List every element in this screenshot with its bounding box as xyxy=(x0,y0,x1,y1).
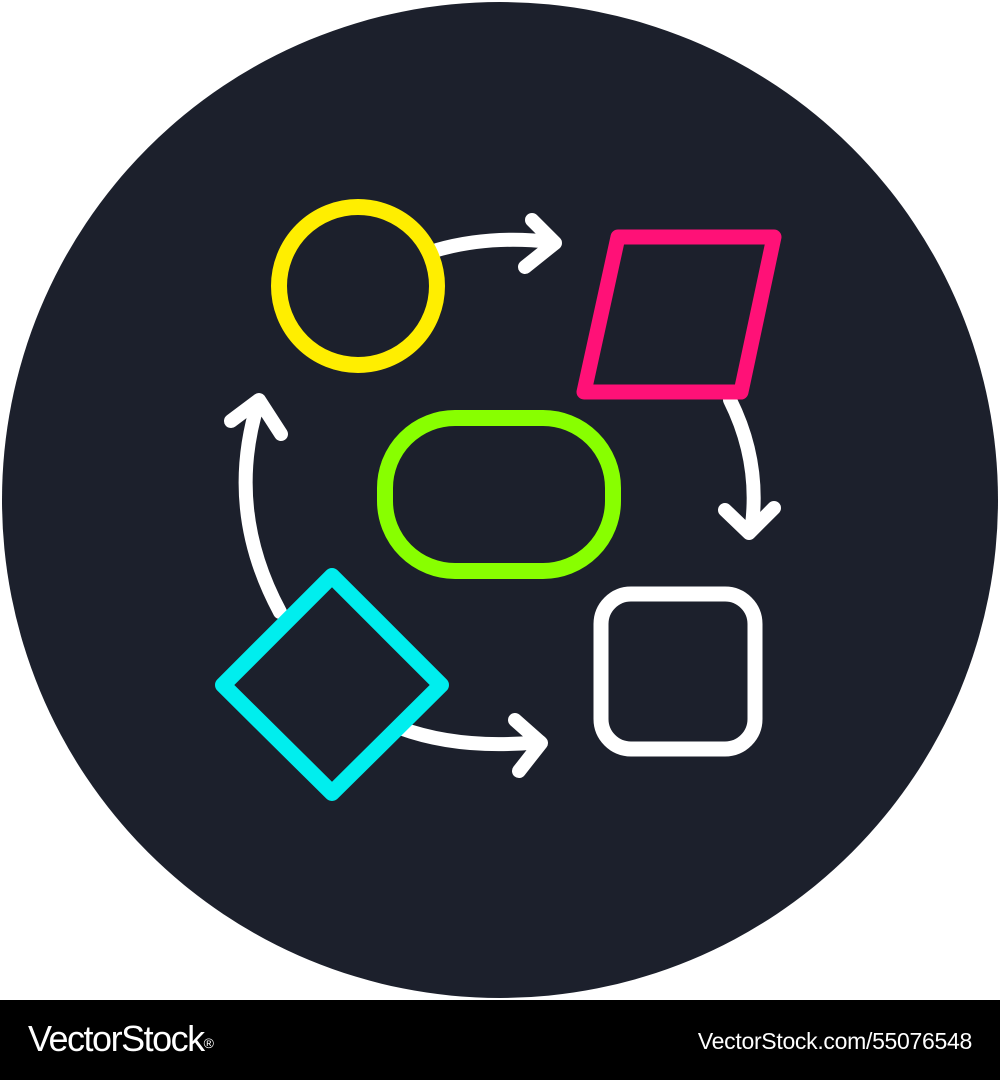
flowchart-icon xyxy=(2,2,998,998)
decision-diamond-node xyxy=(215,568,449,801)
process-terminator-node xyxy=(377,410,621,579)
watermark-footer: VectorStock® VectorStock.com/55076548 xyxy=(0,1000,1000,1080)
vectorstock-logo: VectorStock® xyxy=(28,1017,214,1061)
end-square-node xyxy=(593,586,763,757)
arrowhead-diamond-to-square xyxy=(508,713,548,778)
image-reference: VectorStock.com/55076548 xyxy=(697,1028,972,1054)
start-circle-node xyxy=(271,199,445,373)
logo-text-stock: Stock xyxy=(121,1018,205,1059)
logo-text-regular: Vector xyxy=(28,1018,123,1059)
arrowhead-diamond-to-circle xyxy=(224,393,288,441)
arrow-parallelogram-to-square xyxy=(723,393,761,532)
arrow-circle-to-parallelogram xyxy=(430,232,558,257)
registered-mark: ® xyxy=(203,1035,214,1051)
arrowhead-parallelogram-to-square xyxy=(718,501,781,540)
illustration xyxy=(0,0,1000,1000)
arrow-diamond-to-square xyxy=(393,721,547,752)
input-output-parallelogram-node xyxy=(576,229,782,400)
badge-background xyxy=(2,2,998,998)
arrow-diamond-to-circle xyxy=(238,396,287,619)
arrowhead-circle-to-parallelogram xyxy=(518,213,562,274)
